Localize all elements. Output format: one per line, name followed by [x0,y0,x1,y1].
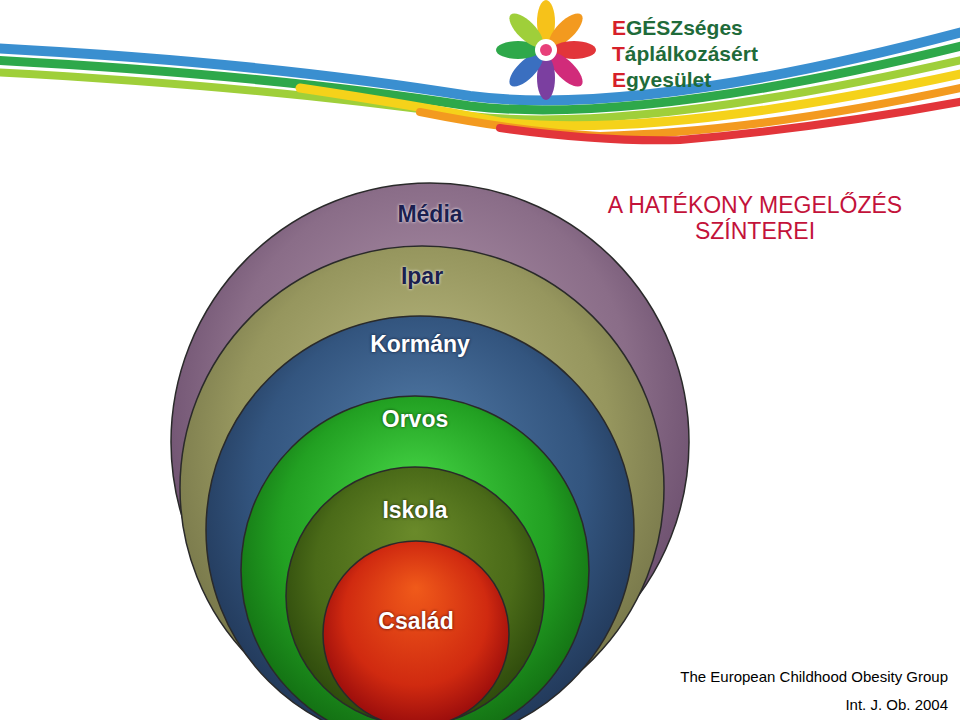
ring-node: MédiaIparKormányOrvosIskolaCsalád [170,182,690,702]
ring-label: Kormány [370,332,470,357]
logo-text: Egyesület [612,68,711,91]
diagram-title: A HATÉKONY MEGELŐZÉS SZÍNTEREI [555,192,955,245]
ring-node: IparKormányOrvosIskolaCsalád [179,245,665,720]
ring-label: Orvos [382,407,448,432]
rainbow-swoosh [0,30,960,140]
logo-text: Táplálkozásért [612,42,758,65]
ring-node: Család [322,540,510,720]
ring-label: Iskola [382,498,447,523]
source-reference: Int. J. Ob. 2004 [845,696,948,713]
flower-logo [496,0,596,100]
ring-node: KormányOrvosIskolaCsalád [205,315,635,720]
ring-label: Család [378,609,453,634]
source-reference: The European Childhood Obesity Group [680,668,948,685]
logo-text: EGÉSZséges [612,16,743,39]
ring-label: Média [397,202,462,227]
ring-label: Ipar [401,264,443,289]
ring-node: IskolaCsalád [285,466,545,720]
ring-node: OrvosIskolaCsalád [240,395,590,720]
